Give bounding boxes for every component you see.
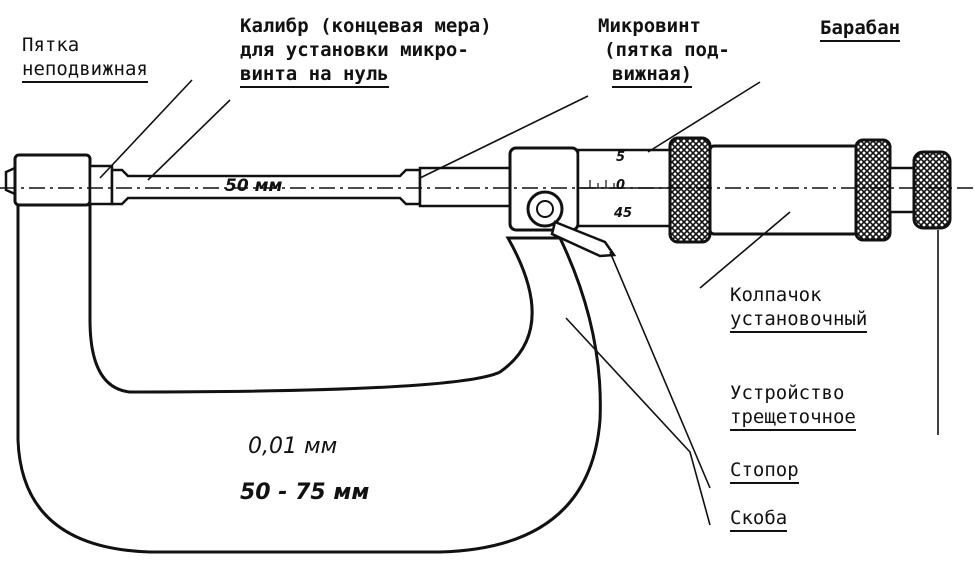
label-drum: Барабан [820,18,901,42]
resolution-text: 0,01 мм [248,434,338,459]
scale-mark-5: 5 [616,150,626,165]
label-cap-line2: установочный [730,309,868,333]
gauge-size-text: 50 мм [225,176,283,196]
label-cap-line1: Колпачок [730,284,822,306]
range-text: 50 - 75 мм [240,480,370,505]
drum-tube [708,144,860,236]
label-gauge-line2: для установки микро- [240,39,469,61]
fixed-anvil [88,164,114,206]
spindle [418,166,514,208]
label-ratchet-line1: Устройство [730,382,845,404]
drum-thimble [668,136,712,244]
label-heel-fixed-line2: неподвижная [22,59,148,83]
label-screw-line1: Микровинт [598,15,701,37]
stopper-lever [550,220,617,258]
setting-cap [854,138,892,242]
label-gauge-line1: Калибр (концевая мера) [240,15,492,37]
ratchet-knob [912,150,952,230]
label-ratchet-line2: трещеточное [730,407,856,431]
label-heel-fixed-line1: Пятка [22,34,80,56]
label-stopper: Стопор [730,460,799,484]
scale-mark-0: 0 [616,178,626,193]
fixed-heel-block [13,153,92,207]
label-bracket: Скоба [730,508,788,532]
scale-mark-45: 45 [614,206,633,221]
label-screw-line3: вижная) [612,64,693,88]
label-gauge-line3: винта на нуль [240,64,389,88]
label-screw-line2: (пятка под- [604,39,730,61]
